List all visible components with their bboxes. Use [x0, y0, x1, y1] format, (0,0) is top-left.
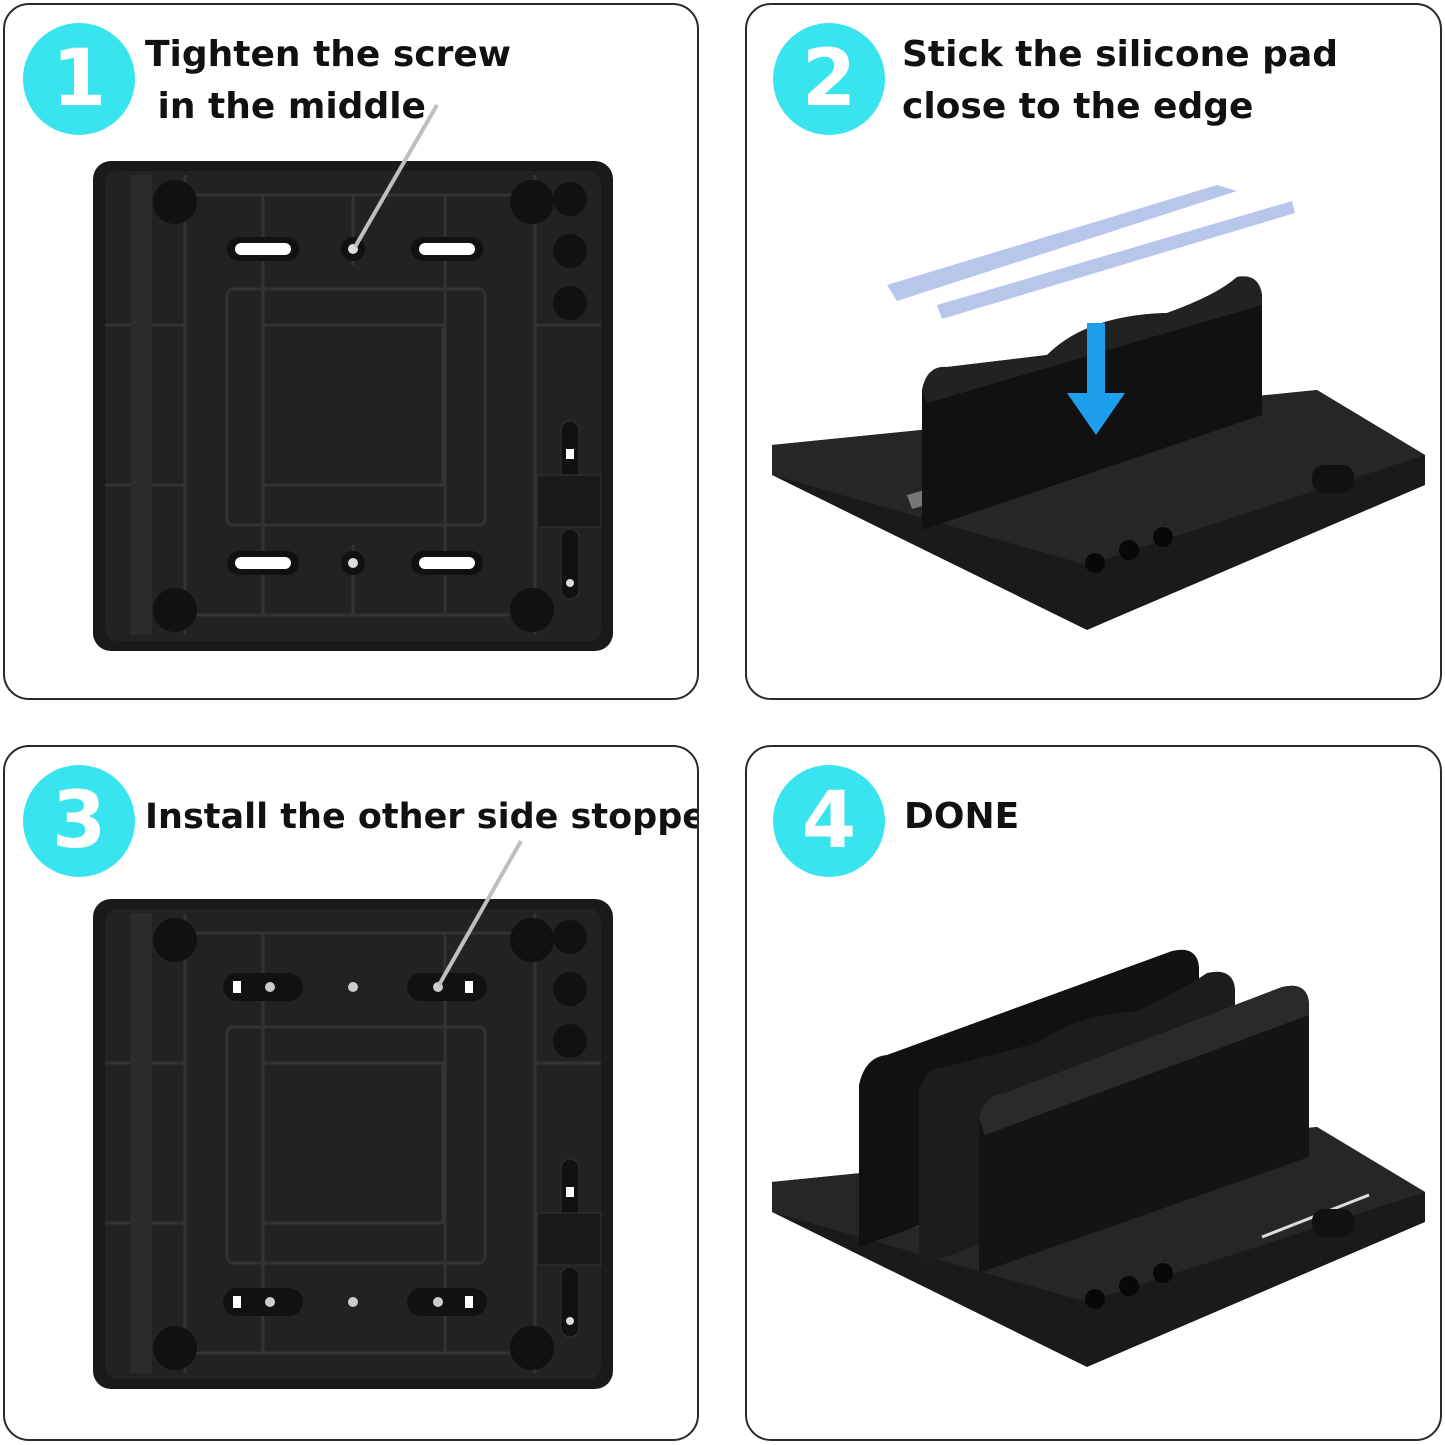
step-number-badge: 2 [773, 23, 885, 135]
step-caption: Stick the silicone pad close to the edge [902, 34, 1339, 127]
step-number-badge: 1 [23, 23, 135, 135]
step-number-badge: 4 [773, 765, 885, 877]
step-2-panel: 2 Stick the silicone pad close to the ed… [745, 3, 1442, 700]
step-caption: DONE [904, 796, 1020, 837]
stand-silicone-pad-illustration [772, 185, 1425, 630]
step-3-panel: 3 Install the other side stopper [3, 745, 699, 1441]
step-caption: Tighten the screw in the middle [145, 34, 512, 127]
step-1-panel: 1 Tighten the screw in the middle [3, 3, 699, 700]
step-number-badge: 3 [23, 765, 135, 877]
step-caption: Install the other side stopper [145, 797, 699, 837]
stand-bottom-stopper-illustration [93, 840, 613, 1389]
step-4-panel: 4 DONE [745, 745, 1442, 1441]
stand-bottom-screw-illustration [93, 103, 613, 651]
stand-assembled-illustration [772, 949, 1425, 1367]
